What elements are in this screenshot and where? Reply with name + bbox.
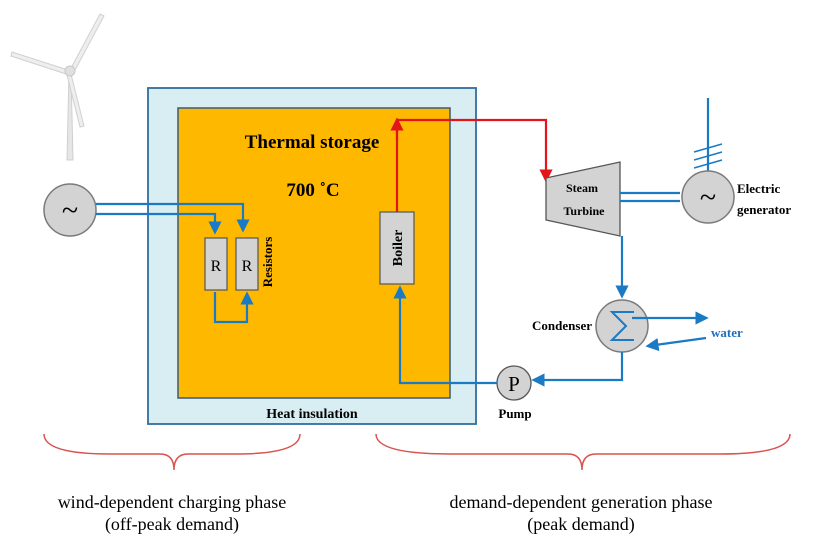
charging-phase-subtitle: (off-peak demand): [105, 514, 239, 535]
steam-turbine-label-1: Steam: [566, 181, 598, 195]
boiler: Boiler: [379, 211, 415, 285]
wind-turbine-icon: [10, 13, 105, 161]
pump-label: Pump: [498, 406, 531, 421]
electric-generator: ~ Electric generator: [681, 98, 791, 224]
generation-phase-subtitle: (peak demand): [527, 514, 634, 535]
condenser: Condenser: [532, 299, 649, 353]
steam-turbine-label-2: Turbine: [564, 204, 606, 218]
power-line-icon: [693, 143, 723, 169]
thermal-storage-label: Thermal storage: [245, 132, 380, 153]
resistor-r1: R: [204, 237, 228, 291]
generation-phase-brace: [375, 433, 791, 471]
pump-symbol: P: [508, 372, 520, 396]
condensate-pipe: [531, 352, 624, 387]
electric-generator-label-1: Electric: [737, 181, 781, 196]
wind-generator-symbol: ~: [62, 194, 78, 227]
steam-turbine: Steam Turbine: [545, 161, 621, 237]
resistor-r2-symbol: R: [242, 258, 253, 275]
condenser-label: Condenser: [532, 318, 592, 333]
pump: P Pump: [496, 365, 532, 421]
charging-phase-brace: [43, 433, 301, 471]
generation-phase-title: demand-dependent generation phase: [450, 492, 713, 512]
feedwater-pipe: [393, 285, 497, 385]
charging-wires: [96, 202, 254, 324]
resistor-r1-symbol: R: [211, 258, 222, 275]
electric-generator-label-2: generator: [737, 202, 791, 217]
water-label: water: [711, 325, 743, 340]
resistor-r2: R: [235, 237, 259, 291]
boiler-label: Boiler: [391, 230, 406, 267]
steam-pipe: [395, 118, 553, 212]
temperature-label: 700 ˚C: [286, 180, 339, 201]
wind-generator: ~: [43, 183, 97, 237]
condenser-sigma-icon: [609, 311, 634, 341]
cooling-water-lines: water: [632, 311, 743, 352]
heat-insulation-label: Heat insulation: [266, 407, 358, 422]
turbine-shaft: [620, 191, 680, 203]
generator-symbol: ~: [700, 181, 716, 214]
charging-phase-title: wind-dependent charging phase: [58, 492, 287, 512]
resistors-label: Resistors: [260, 237, 275, 288]
